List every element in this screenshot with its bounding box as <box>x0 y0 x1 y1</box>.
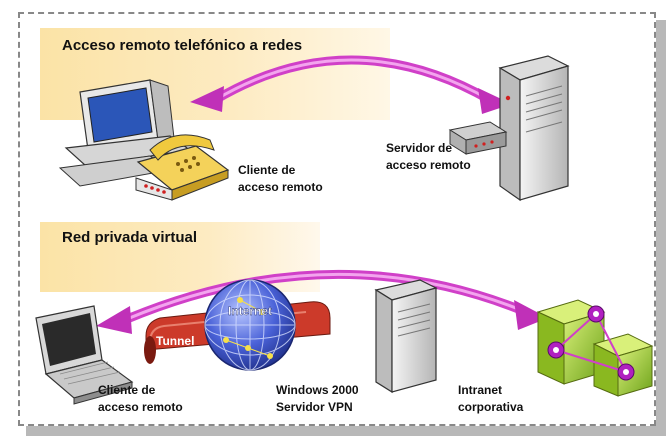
internet-label: Internet <box>228 304 272 318</box>
label-top-client: Cliente de acceso remoto <box>238 163 323 194</box>
label-vpn-server: Windows 2000 Servidor VPN <box>276 383 359 414</box>
label-intranet: Intranet corporativa <box>458 383 524 414</box>
server-tower-icon <box>374 279 438 394</box>
tunnel-label: Tunnel <box>156 334 194 348</box>
laptop-icon <box>35 305 134 405</box>
section-title-vpn: Red privada virtual <box>62 229 198 246</box>
telephone-icon <box>136 134 230 201</box>
vpn-arrow <box>96 269 548 334</box>
section-title-dialup: Acceso remoto telefónico a redes <box>62 37 303 54</box>
server-tower-icon <box>498 55 570 202</box>
label-top-server: Servidor de acceso remoto <box>386 141 471 172</box>
dialup-arrow <box>190 55 512 114</box>
modem-icon <box>448 121 508 155</box>
globe-icon <box>204 279 296 371</box>
label-bottom-client: Cliente de acceso remoto <box>98 383 183 414</box>
modem-icon <box>135 177 173 201</box>
network-cube-icon <box>536 299 654 397</box>
